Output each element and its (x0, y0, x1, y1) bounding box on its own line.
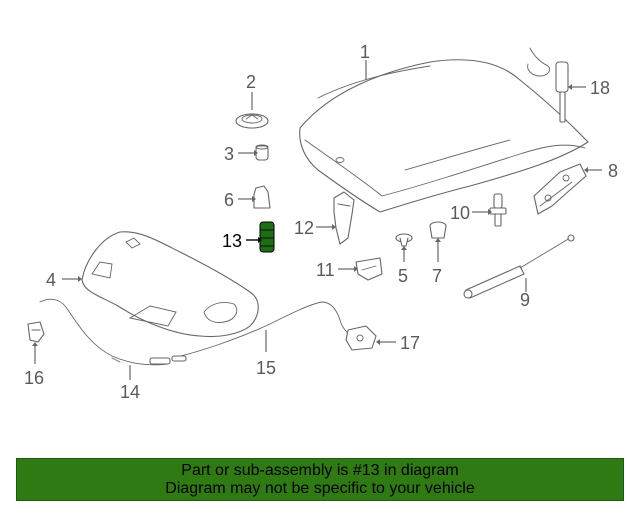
part-1-hood[interactable] (299, 59, 589, 213)
part-8-hinge[interactable] (533, 163, 587, 215)
part-3-grommet[interactable] (255, 144, 269, 161)
part-17-lock[interactable] (345, 325, 377, 351)
part-15-cable[interactable] (171, 301, 353, 362)
callout-9: 9 (520, 290, 530, 310)
part-2-emblem[interactable] (235, 113, 269, 129)
callout-16: 16 (24, 368, 44, 388)
callout-4: 4 (46, 270, 56, 290)
callout-5: 5 (398, 266, 408, 286)
part-16-clip[interactable] (27, 321, 45, 343)
part-12-bracket[interactable] (333, 191, 355, 245)
part-13-buffer[interactable] (259, 221, 275, 253)
part-9-strut[interactable] (463, 234, 575, 299)
callout-15: 15 (256, 358, 276, 378)
part-6-bumper[interactable] (253, 185, 271, 209)
callout-6: 6 (224, 190, 234, 210)
callout-10: 10 (450, 203, 470, 223)
callout-8: 8 (608, 161, 618, 181)
callout-7: 7 (432, 266, 442, 286)
part-18-strut[interactable] (527, 47, 569, 123)
callout-13: 13 (222, 231, 242, 251)
callout-2: 2 (246, 72, 256, 92)
part-4-insulation[interactable] (81, 231, 259, 338)
callout-12: 12 (294, 218, 314, 238)
callout-18: 18 (590, 78, 610, 98)
part-10-adjuster[interactable] (489, 193, 507, 227)
callout-14: 14 (120, 382, 140, 402)
callout-3: 3 (224, 144, 234, 164)
part-11-plate[interactable] (355, 257, 383, 281)
callout-11: 11 (316, 260, 335, 280)
banner-line-2: Diagram may not be specific to your vehi… (165, 480, 475, 497)
callout-17: 17 (400, 333, 420, 353)
callout-1: 1 (360, 42, 370, 62)
part-5-clip[interactable] (395, 233, 413, 247)
banner-line-1: Part or sub-assembly is #13 in diagram (181, 462, 459, 479)
part-14-cable[interactable] (39, 298, 171, 366)
part-7-stopper[interactable] (429, 221, 447, 239)
info-banner: Part or sub-assembly is #13 in diagram D… (16, 458, 624, 501)
